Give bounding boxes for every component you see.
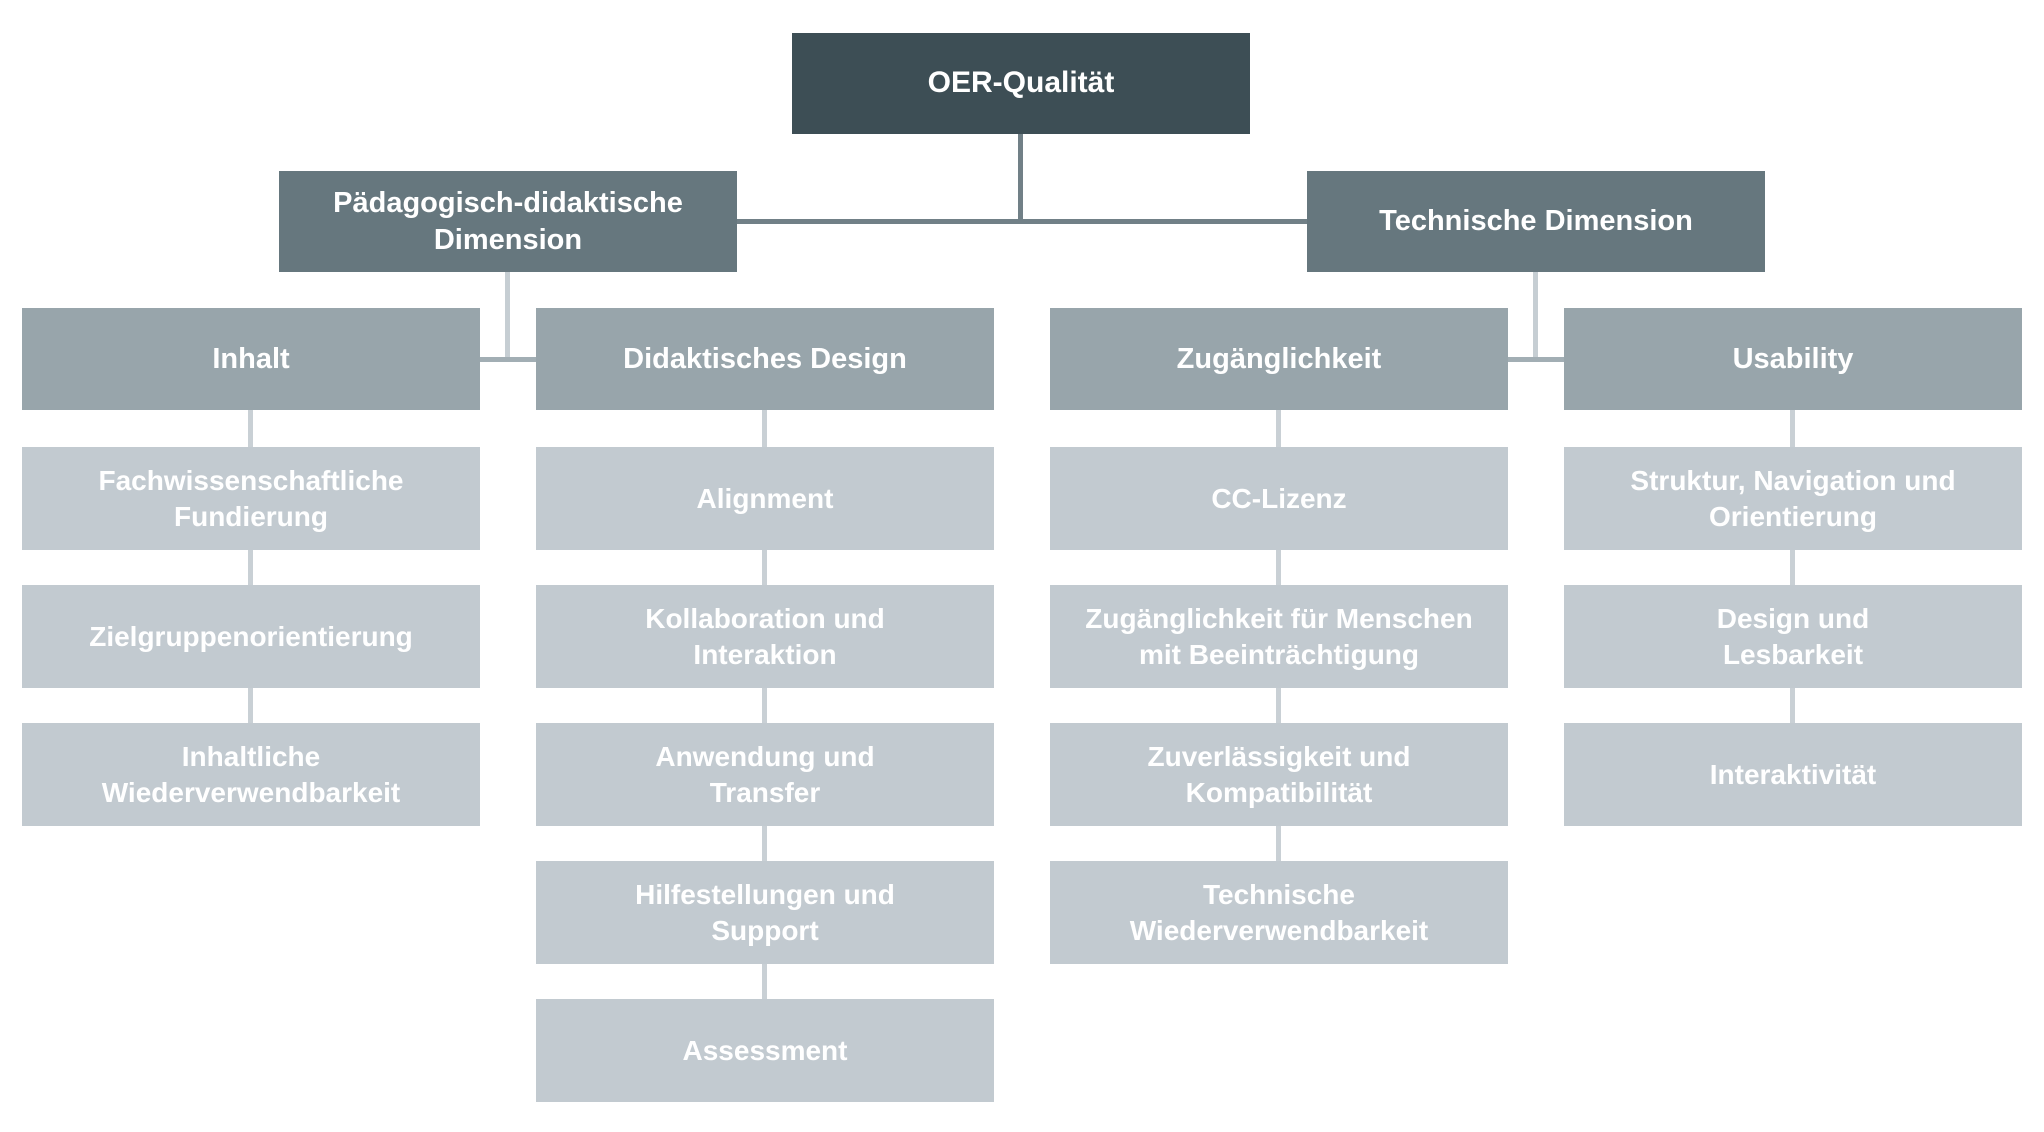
connector-col1-2 [248,688,253,723]
connector-root-vertical [1018,134,1023,222]
connector-col2-1 [762,550,767,585]
connector-col4-1 [1790,550,1795,585]
node-interaktivitaet: Interaktivität [1564,723,2022,826]
connector-root-horizontal [737,219,1307,224]
node-inhaltliche-wiederverwendbarkeit: Inhaltliche Wiederverwendbarkeit [22,723,480,826]
connector-col3-3 [1276,826,1281,861]
node-cc-lizenz: CC-Lizenz [1050,447,1508,550]
connector-col2-0 [762,410,767,447]
node-zuverlaessigkeit-und-kompatibilitaet: Zuverlässigkeit und Kompatibilität [1050,723,1508,826]
connector-col1-1 [248,550,253,585]
connector-col3-0 [1276,410,1281,447]
connector-paedagogisch-crossbar [480,357,536,362]
connector-col4-2 [1790,688,1795,723]
node-technische-dimension: Technische Dimension [1307,171,1765,272]
node-alignment: Alignment [536,447,994,550]
connector-col3-1 [1276,550,1281,585]
node-hilfestellungen-und-support: Hilfestellungen und Support [536,861,994,964]
connector-col2-4 [762,964,767,999]
connector-col1-0 [248,410,253,447]
node-inhalt: Inhalt [22,308,480,410]
node-struktur-navigation-orientierung: Struktur, Navigation und Orientierung [1564,447,2022,550]
connector-col2-3 [762,826,767,861]
node-paedagogisch-didaktische-dimension: Pädagogisch-didaktische Dimension [279,171,737,272]
node-zugaenglichkeit-fuer-menschen: Zugänglichkeit für Menschen mit Beeinträ… [1050,585,1508,688]
node-oer-qualitaet: OER-Qualität [792,33,1250,134]
connector-technisch-vertical [1533,272,1538,362]
connector-col4-0 [1790,410,1795,447]
node-zugaenglichkeit: Zugänglichkeit [1050,308,1508,410]
node-fachwissenschaftliche-fundierung: Fachwissenschaftliche Fundierung [22,447,480,550]
connector-col3-2 [1276,688,1281,723]
node-anwendung-und-transfer: Anwendung und Transfer [536,723,994,826]
connector-paedagogisch-vertical [505,272,510,362]
node-design-und-lesbarkeit: Design und Lesbarkeit [1564,585,2022,688]
connector-col2-2 [762,688,767,723]
node-assessment: Assessment [536,999,994,1102]
connector-technisch-crossbar [1508,357,1564,362]
node-zielgruppenorientierung: Zielgruppenorientierung [22,585,480,688]
node-kollaboration-und-interaktion: Kollaboration und Interaktion [536,585,994,688]
node-technische-wiederverwendbarkeit: Technische Wiederverwendbarkeit [1050,861,1508,964]
node-usability: Usability [1564,308,2022,410]
node-didaktisches-design: Didaktisches Design [536,308,994,410]
